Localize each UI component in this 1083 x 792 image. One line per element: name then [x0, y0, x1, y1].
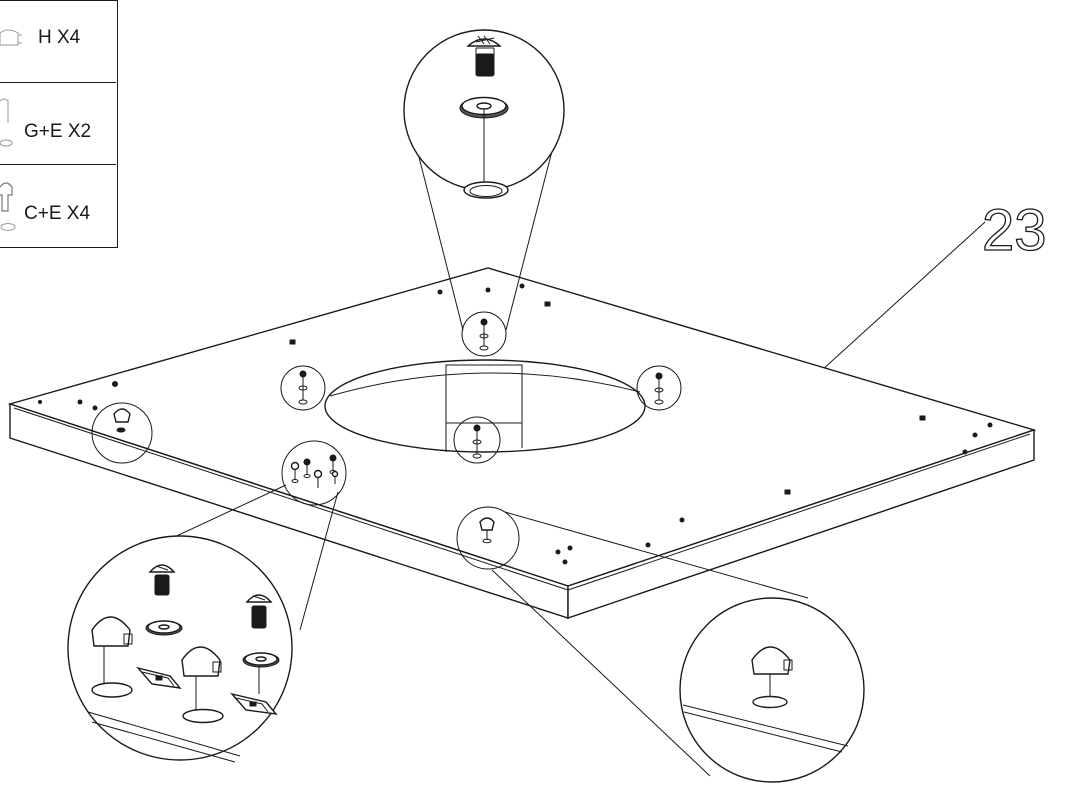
- callout-circle-right: [636, 365, 682, 411]
- parts-legend: H X4 G+E X2 C+E X4: [0, 0, 118, 248]
- legend-row-ce: C+E X4: [0, 165, 116, 247]
- legend-label-ce: C+E X4: [24, 203, 91, 224]
- cap-plug-icon: [0, 29, 22, 46]
- callout-circle-center: [453, 416, 501, 464]
- center-opening: [324, 359, 646, 453]
- callout-circle-far-left: [91, 402, 153, 464]
- callout-circle-cluster: [281, 440, 347, 506]
- detail-cluster: [67, 484, 339, 763]
- bolt-washer-icon: [0, 182, 16, 231]
- screw-washer-icon: [0, 98, 13, 147]
- legend-label-ge: G+E X2: [24, 121, 92, 142]
- legend-row-h: H X4: [0, 1, 116, 83]
- legend-label-h: H X4: [38, 27, 81, 48]
- detail-top-screw: [403, 29, 565, 331]
- part-number-label: 23: [982, 198, 1047, 263]
- detail-cap-plug: [491, 511, 865, 783]
- callout-circle-front: [456, 506, 520, 570]
- board-holes: [37, 283, 993, 565]
- callout-circle-top: [461, 311, 507, 357]
- legend-row-ge: G+E X2: [0, 83, 116, 165]
- callout-circle-left: [280, 365, 326, 411]
